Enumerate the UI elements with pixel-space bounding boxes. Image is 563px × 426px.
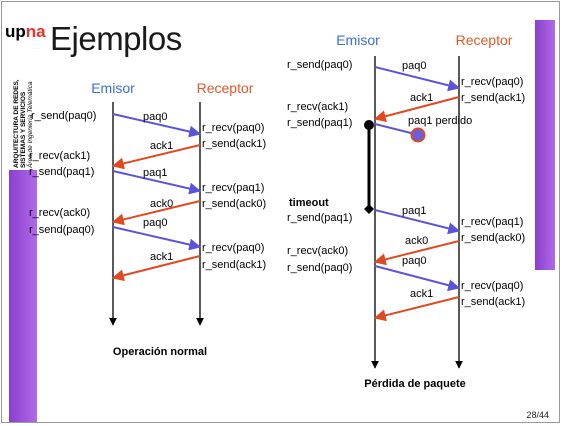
- timeout-start-marker: [364, 120, 374, 130]
- left-msg-label: paq0: [143, 111, 167, 123]
- left-arrow-paq1: [112, 170, 202, 195]
- left-event-label: r_send(paq1): [29, 166, 94, 178]
- left-sender-label: Emisor: [91, 80, 135, 96]
- right-msg-label: ack0: [405, 235, 428, 247]
- right-msg-label: ack1: [410, 92, 433, 104]
- right-event-label: r_send(ack0): [461, 232, 525, 244]
- left-event-label: r_send(ack0): [202, 198, 266, 210]
- right-event-label: r_recv(paq1): [461, 216, 523, 228]
- left-msg-label: paq1: [143, 167, 167, 179]
- right-event-label: r_recv(ack0): [287, 245, 348, 257]
- left-event-label: r_send(paq0): [29, 224, 94, 236]
- right-event-label: r_send(paq0): [287, 262, 352, 274]
- left-arrow-ack1-2: [111, 255, 201, 282]
- right-msg-label: paq1: [402, 205, 426, 217]
- left-event-label: r_recv(ack1): [29, 150, 90, 162]
- timeout-label: timeout: [289, 197, 329, 209]
- right-arrow-ack0: [373, 240, 460, 266]
- left-event-label: r_recv(paq1): [202, 182, 264, 194]
- accent-bar-right: [535, 20, 555, 270]
- left-arrow-ack0: [111, 200, 201, 226]
- right-arrow-paq0-2: [374, 265, 461, 292]
- right-arrow-paq1-retry: [374, 209, 461, 235]
- left-event-label: r_recv(paq0): [202, 242, 264, 254]
- packet-lost-marker: [410, 127, 426, 143]
- right-receiver-label: Receptor: [456, 32, 513, 48]
- left-arrow-paq0: [112, 113, 202, 138]
- left-event-label: r_recv(ack0): [29, 207, 90, 219]
- left-event-label: r_send(ack1): [202, 259, 266, 271]
- right-event-label: r_recv(paq0): [461, 76, 523, 88]
- logo: upna: [5, 22, 46, 42]
- logo-up: up: [5, 22, 26, 41]
- right-arrow-paq1-lost: [374, 123, 416, 135]
- left-receiver-label: Receptor: [197, 80, 254, 96]
- logo-subtext: · · · · · ·· · · · · ·· · · · · ·: [32, 38, 43, 50]
- right-msg-label: ack1: [410, 288, 433, 300]
- right-msg-label: paq0: [402, 255, 426, 267]
- right-arrow-ack1: [373, 96, 460, 123]
- right-event-label: r_send(paq1): [287, 117, 352, 129]
- right-event-label: r_send(ack1): [461, 92, 525, 104]
- right-event-label: r_recv(paq0): [461, 280, 523, 292]
- left-msg-label: ack1: [150, 140, 173, 152]
- left-event-label: r_recv(paq0): [202, 122, 264, 134]
- right-arrow-ack1-2: [373, 296, 460, 322]
- right-caption: Pérdida de paquete: [364, 378, 465, 390]
- page-number: 28/44: [526, 410, 549, 420]
- left-arrow-ack1: [111, 144, 201, 170]
- left-msg-label: ack0: [150, 198, 173, 210]
- slide-title: Ejemplos: [50, 20, 182, 57]
- accent-bar-left: [9, 170, 37, 422]
- right-event-label: r_recv(ack1): [287, 101, 348, 113]
- timeout-end-marker: [364, 204, 374, 214]
- left-event-label: r_send(ack1): [202, 138, 266, 150]
- right-arrow-paq0: [374, 66, 461, 92]
- right-msg-label: paq1 perdido: [408, 115, 472, 127]
- left-event-label: r_send(paq0): [31, 110, 96, 122]
- left-msg-label: paq0: [143, 217, 167, 229]
- right-event-label: r_send(paq0): [287, 59, 352, 71]
- right-sender-label: Emisor: [336, 32, 380, 48]
- right-event-label: r_send(paq1): [287, 212, 352, 224]
- logo-na: na: [25, 22, 46, 41]
- left-caption: Operación normal: [113, 346, 207, 358]
- right-event-label: r_send(ack1): [461, 296, 525, 308]
- left-msg-label: ack1: [150, 251, 173, 263]
- left-arrow-paq0-2: [112, 226, 202, 251]
- right-msg-label: paq0: [402, 60, 426, 72]
